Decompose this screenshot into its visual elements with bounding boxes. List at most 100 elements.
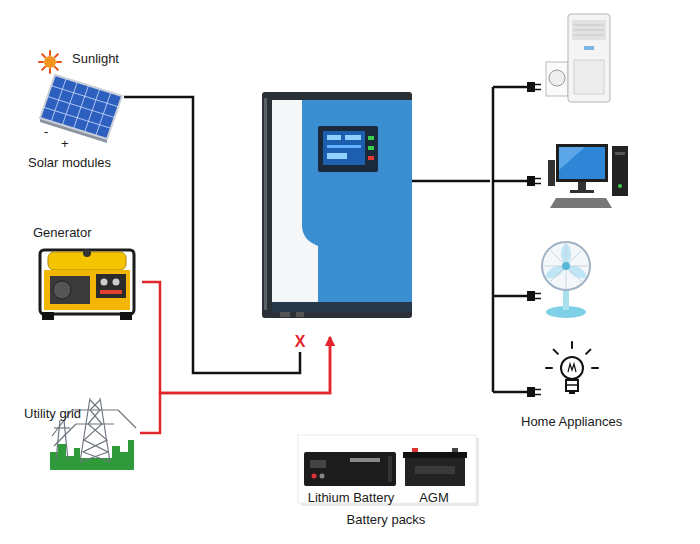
bulb-picture <box>561 357 583 379</box>
solar-panel <box>51 79 66 122</box>
edge-label: X <box>293 334 308 350</box>
utility-grid-picture <box>64 420 68 460</box>
computer-picture <box>550 198 612 208</box>
inverter <box>262 92 412 318</box>
inverter-picture <box>368 136 374 140</box>
generator-picture <box>101 279 108 286</box>
fan-picture <box>542 242 590 290</box>
fan-picture <box>549 249 583 283</box>
solar-panel <box>74 86 89 129</box>
inverter-picture <box>262 92 412 318</box>
sun-icon <box>39 51 61 73</box>
computer-picture <box>618 184 622 188</box>
node-label: - <box>44 124 48 139</box>
plug-symbol <box>527 387 535 397</box>
node-label: Utility grid <box>24 406 81 421</box>
battery-pack: Battery packs Lithium Battery AGM <box>298 436 476 529</box>
air-conditioner-picture <box>549 70 565 86</box>
computer-picture <box>548 160 555 186</box>
inverter-picture <box>262 92 412 318</box>
agm-battery-picture <box>403 448 467 486</box>
generator-picture <box>96 274 126 298</box>
computer-picture <box>559 147 585 170</box>
utility-grid-picture <box>118 410 136 428</box>
generator-picture <box>83 249 91 257</box>
sun-icon <box>49 51 51 55</box>
agm-battery-picture <box>415 466 455 474</box>
bulb-picture <box>546 342 598 394</box>
node-label: Lithium Battery <box>308 490 395 505</box>
air-conditioner-picture <box>572 20 606 40</box>
plug-symbol <box>527 176 535 186</box>
computer-picture <box>570 190 594 193</box>
bulb-picture <box>546 367 552 369</box>
fan-picture <box>549 249 583 283</box>
computer-picture <box>559 147 605 179</box>
generator-picture <box>50 276 90 304</box>
plug-symbol <box>527 82 541 397</box>
plug-symbol <box>535 298 541 300</box>
generator-picture <box>40 250 134 314</box>
lithium-battery-picture <box>304 452 396 486</box>
agm-battery: AGM <box>402 448 472 507</box>
inverter-picture <box>318 126 378 172</box>
fan-picture <box>563 288 569 310</box>
inverter-picture <box>327 145 361 148</box>
computer-picture <box>578 182 586 190</box>
inverter-picture <box>327 153 347 159</box>
inverter-picture <box>280 312 290 317</box>
node-label: Generator <box>33 225 92 240</box>
sun-icon <box>39 61 43 63</box>
node-label: Sunlight <box>72 51 119 66</box>
plug-symbol <box>535 293 541 295</box>
sun-icon <box>55 54 58 57</box>
generator-picture <box>40 249 134 320</box>
inverter-picture <box>272 100 412 304</box>
connector <box>142 282 330 393</box>
plug-symbol <box>527 291 535 301</box>
node-label: Battery packs <box>347 512 426 527</box>
lithium-battery-picture <box>304 452 396 486</box>
air-conditioner-picture <box>574 35 604 36</box>
bulb-picture <box>569 391 575 394</box>
plug-symbol <box>535 178 541 180</box>
plug-symbol <box>535 183 541 185</box>
bulb-picture <box>568 364 576 372</box>
lithium-battery-picture <box>320 474 325 479</box>
air-conditioner-picture <box>546 62 568 96</box>
node-label: Home Appliances <box>521 414 622 429</box>
plug-symbol <box>527 82 535 92</box>
appliance-bus <box>493 87 527 392</box>
generator-picture <box>42 312 54 320</box>
plug-symbol <box>535 89 541 91</box>
appliance-bus <box>493 180 527 183</box>
node-label: + <box>61 136 69 151</box>
bulb-picture <box>571 342 573 348</box>
sun-icon <box>57 61 61 63</box>
utility-grid-picture <box>80 400 108 462</box>
generator-picture <box>53 281 71 299</box>
fan-picture <box>562 262 570 270</box>
solar-panel <box>96 93 111 136</box>
bulb-picture <box>554 350 558 354</box>
generator-picture <box>113 279 120 286</box>
computer-picture <box>548 144 628 208</box>
sun-icon <box>42 67 45 70</box>
connector <box>124 97 300 373</box>
air-conditioner-picture <box>574 30 604 31</box>
solar-panel <box>62 82 77 125</box>
appliance-bus <box>493 86 527 89</box>
lithium-battery: Lithium Battery <box>302 448 400 507</box>
utility-grid-picture <box>54 427 70 428</box>
inverter-picture <box>327 135 341 140</box>
lithium-battery-picture <box>310 460 326 468</box>
air-conditioner-picture <box>584 46 594 50</box>
lithium-battery-picture <box>388 456 392 482</box>
appliance-group: Home Appliances <box>490 8 650 431</box>
solar-module: Sunlight-+Solar modules <box>24 46 124 172</box>
utility-grid: Utility grid <box>20 398 140 474</box>
plug-symbol <box>535 84 541 86</box>
generator: Generator <box>30 224 142 324</box>
